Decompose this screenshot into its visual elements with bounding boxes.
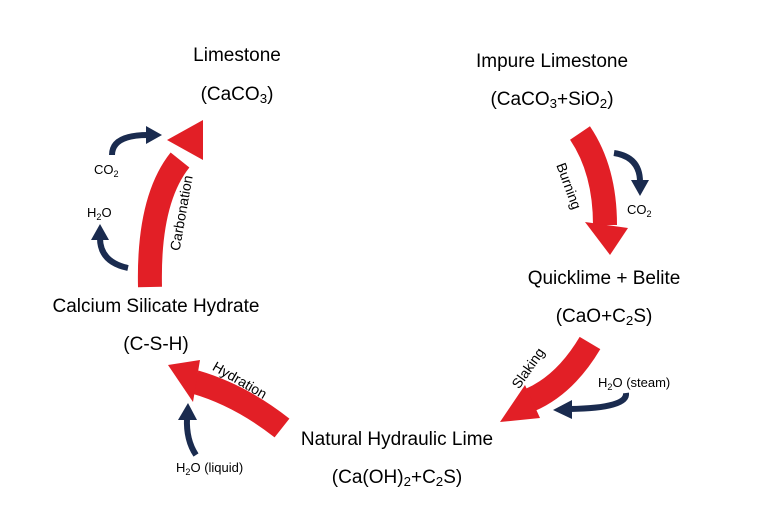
h2o-steam-label: H2O (steam): [598, 375, 671, 392]
liquid-water-arrow: [178, 403, 199, 457]
h2o-release-arrow: [91, 224, 129, 271]
limestone-formula: (CaCO3): [200, 84, 274, 106]
h2o-liquid-label: H2O (liquid): [176, 460, 244, 477]
h2o-left-label: H2O: [87, 205, 112, 222]
carbonation-arrow: [137, 120, 203, 288]
hydration-arrow: [168, 360, 290, 438]
quicklime-formula: (CaO+C2S): [555, 306, 653, 328]
csh-label: Calcium Silicate Hydrate: [52, 296, 260, 317]
co2-release-arrow: [109, 126, 162, 156]
co2-burning-arrow: [613, 150, 649, 196]
co2-top-label: CO2: [94, 162, 119, 179]
slaking-arrow: [500, 336, 601, 422]
impure-limestone-formula: (CaCO3+SiO2): [490, 89, 614, 111]
nhl-label: Natural Hydraulic Lime: [300, 429, 494, 450]
burning-arrow: [569, 126, 628, 255]
co2-burning-label: CO2: [627, 202, 652, 219]
csh-formula: (C-S-H): [123, 334, 189, 355]
nhl-formula: (Ca(OH)2+C2S): [331, 467, 463, 489]
quicklime-label: Quicklime + Belite: [527, 268, 681, 289]
steam-arrow: [553, 392, 629, 419]
impure-limestone-label: Impure Limestone: [475, 51, 629, 72]
limestone-label: Limestone: [193, 45, 281, 66]
